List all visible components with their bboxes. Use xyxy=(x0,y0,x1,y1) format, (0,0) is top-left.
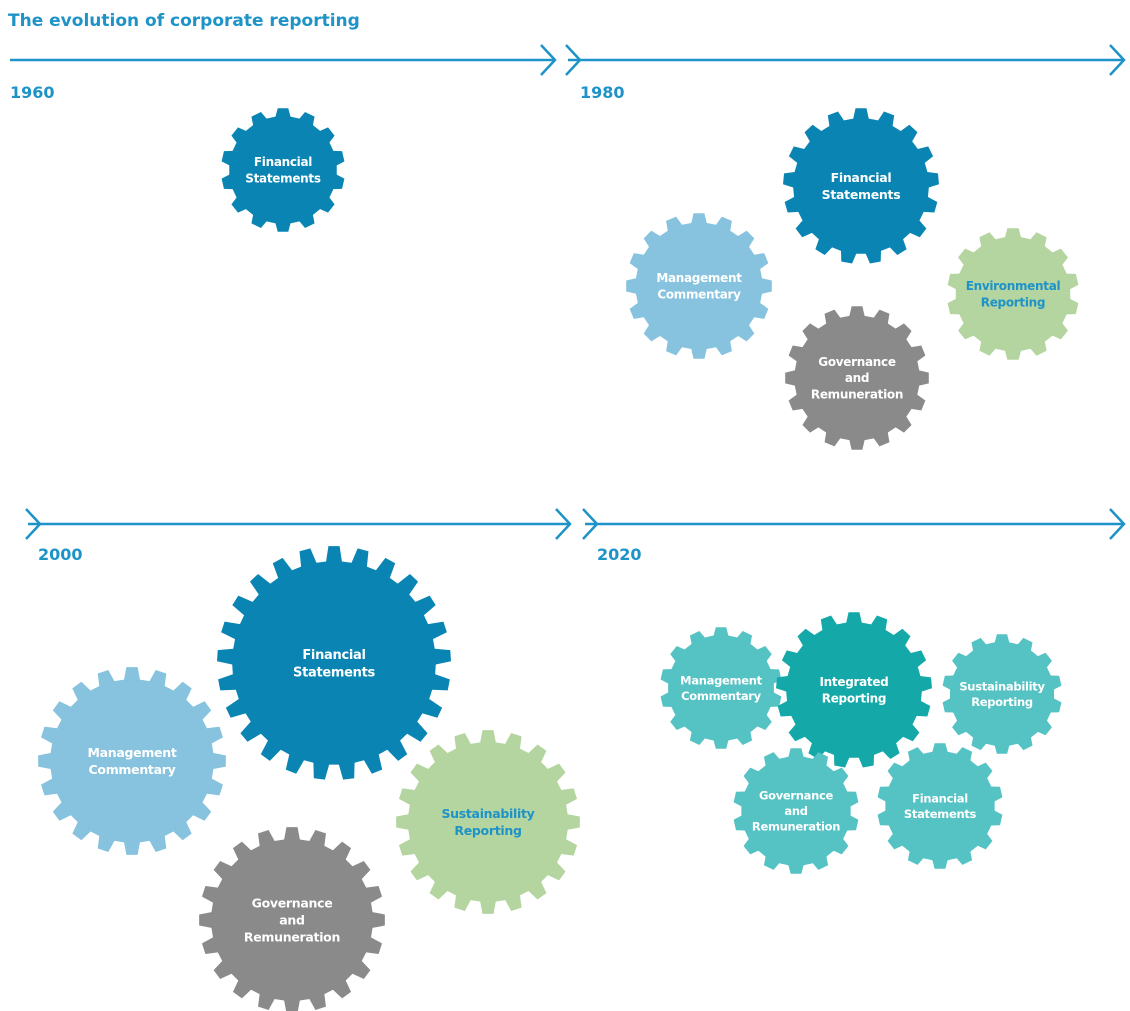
gear-shape xyxy=(199,827,385,1011)
gear-label: Reporting xyxy=(981,295,1045,309)
gear-shape xyxy=(396,730,580,914)
gear-shape xyxy=(947,228,1079,360)
gear-label: Reporting xyxy=(822,691,886,705)
gear-label: Management xyxy=(656,271,742,285)
gear-label: Governance xyxy=(252,896,333,911)
gear-label: Statements xyxy=(822,187,901,202)
gear-label: Financial xyxy=(254,155,312,169)
gear-shape xyxy=(626,213,772,359)
timeline-arrow xyxy=(10,44,557,76)
year-labels: 1960 1980 2000 2020 xyxy=(10,83,642,564)
gear-label: Remuneration xyxy=(811,387,903,401)
gear-label: Financial xyxy=(302,648,365,663)
gear-label: and xyxy=(279,912,304,927)
gear-label: and xyxy=(845,371,869,385)
gear-label: Reporting xyxy=(454,823,521,838)
gear-shape xyxy=(660,627,782,749)
year-label: 1980 xyxy=(580,83,625,102)
diagram-title: The evolution of corporate reporting xyxy=(8,11,360,31)
gear-label: Environmental xyxy=(966,279,1061,293)
year-label: 2020 xyxy=(597,545,642,564)
gear-label: and xyxy=(784,804,807,818)
gear-label: Sustainability xyxy=(441,806,534,821)
gear-label: Sustainability xyxy=(959,679,1045,693)
timeline-arrows xyxy=(10,44,1126,540)
gear-label: Statements xyxy=(245,171,321,185)
gear-cluster-2020: ManagementCommentaryIntegratedReportingS… xyxy=(660,612,1062,874)
gear-label: Financial xyxy=(912,791,968,805)
gear-label: Commentary xyxy=(657,287,741,301)
gear-shape xyxy=(221,108,345,232)
gear-cluster-2000: FinancialStatementsManagementCommentaryS… xyxy=(38,546,580,1011)
year-label: 1960 xyxy=(10,83,55,102)
gear-label: Management xyxy=(87,745,176,760)
gear-shape xyxy=(38,667,226,855)
gear-label: Remuneration xyxy=(244,929,340,944)
gear-label: Governance xyxy=(759,789,834,803)
timeline-arrow xyxy=(565,44,1126,76)
gear-label: Statements xyxy=(293,665,376,680)
gear-label: Reporting xyxy=(971,695,1033,709)
gear-label: Financial xyxy=(831,170,892,185)
gear-label: Management xyxy=(680,673,762,687)
gear-label: Commentary xyxy=(89,762,176,777)
gear-shape xyxy=(217,546,451,780)
gear-shape xyxy=(942,634,1062,754)
gear-shape xyxy=(733,748,859,874)
gear-label: Statements xyxy=(904,807,977,821)
gear-shape xyxy=(785,306,929,450)
gear-label: Governance xyxy=(818,355,896,369)
gear-label: Remuneration xyxy=(752,820,840,834)
timeline-arrow xyxy=(25,508,572,540)
gear-shape xyxy=(783,108,939,264)
gear-shape xyxy=(776,612,932,768)
gear-label: Integrated xyxy=(820,675,889,689)
timeline-arrow xyxy=(582,508,1126,540)
gear-shape xyxy=(877,743,1003,869)
gear-label: Commentary xyxy=(681,689,762,703)
year-label: 2000 xyxy=(38,545,83,564)
